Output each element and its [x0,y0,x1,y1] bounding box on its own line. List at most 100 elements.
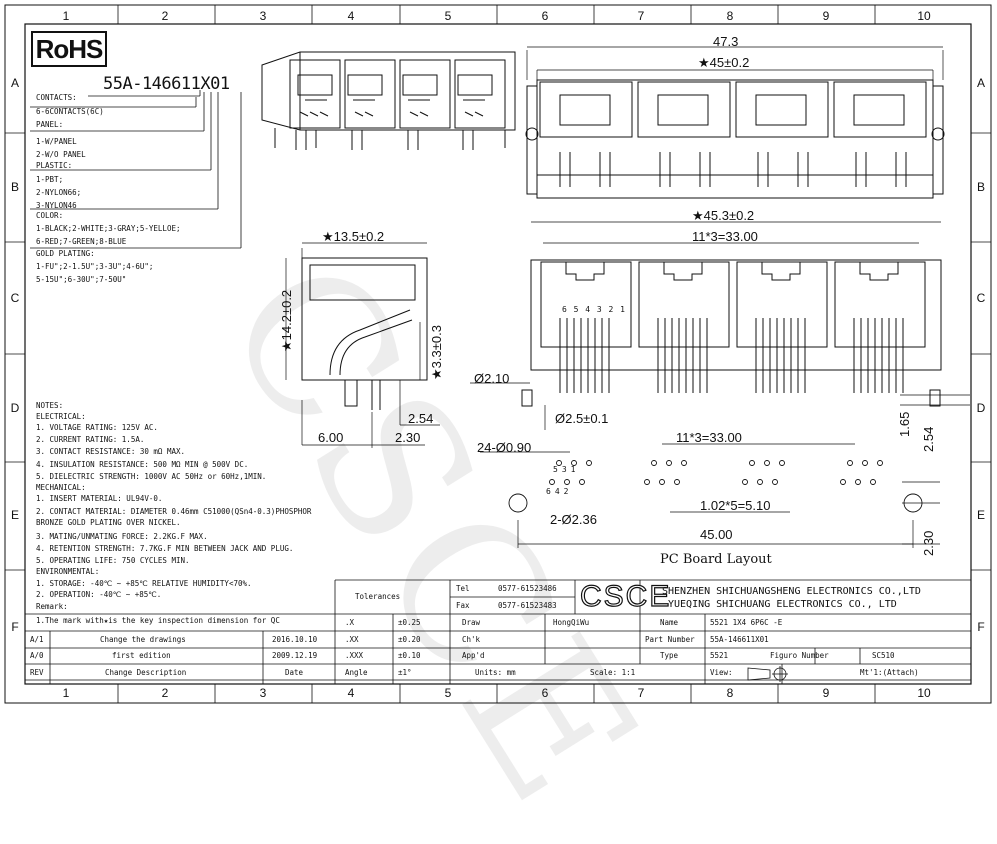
grid-col-3: 3 [259,9,267,23]
tol-key: .XXX [345,651,364,660]
grid-col-1: 1 [62,9,70,23]
company-logo: CSCE [579,579,672,613]
note-line: 3. MATING/UNMATING FORCE: 2.2KG.F MAX. [36,532,208,541]
dim-side-600: 6.00 [318,430,344,445]
note-line: ELECTRICAL: [36,412,86,421]
legend-line: GOLD PLATING: [36,249,95,258]
dim-pcb-total: 45.00 [700,527,733,542]
legend-line: COLOR: [36,211,64,220]
grid-col-4-bottom: 4 [347,686,355,700]
note-line: 1. INSERT MATERIAL: UL94V-0. [36,494,163,503]
note-line: 1. VOLTAGE RATING: 125V AC. [36,423,158,432]
note-line: 3. CONTACT RESISTANCE: 30 mΩ MAX. [36,447,186,456]
tol-key: .X [345,618,355,627]
fax-value: 0577-61523483 [498,601,557,610]
attach-label: Mt'1:(Attach) [860,668,919,677]
tol-key: .XX [345,635,359,644]
pin-label: 1 [570,465,580,474]
grid-col-3-bottom: 3 [259,686,267,700]
grid-col-10: 10 [917,9,931,23]
name-label: Name [660,618,679,627]
dim-side-width: ★13.5±0.2 [322,229,385,244]
front-view [470,221,970,430]
top-view [525,46,945,199]
rev-description: first edition [112,651,171,660]
isometric-view [261,51,516,150]
title-block-lines [25,579,971,684]
rev-date: 2009.12.19 [272,651,318,660]
pin-label: 4 [554,487,564,496]
pcb-hole-group-2 [644,460,687,485]
approved-label: App'd [462,651,485,660]
pcb-hole-group-1 [549,460,592,485]
grid-row-e-right: E [976,508,985,522]
dim-hole-25: Ø2.5±0.1 [555,411,609,426]
pin-numbers: 6 5 4 3 2 1 [562,305,626,314]
pcb-hole-group-3 [742,460,785,485]
grid-col-5: 5 [444,9,452,23]
dim-pcb-mount: 2-Ø2.36 [550,512,597,527]
legend-line: 1-W/PANEL [36,137,77,146]
tol-value: ±1° [398,668,412,677]
note-line: 1.The mark with★is the key inspection di… [36,616,280,625]
tol-key: Angle [345,668,368,677]
view-label: View: [710,668,733,677]
legend-line: PLASTIC: [36,161,73,170]
rev-id: A/1 [30,635,44,644]
grid-col-10-bottom: 10 [917,686,931,700]
part-number-value: 55A-146611X01 [710,635,769,644]
figure-label: Figuro Number [770,651,829,660]
grid-row-a: A [10,76,19,90]
pcb-hole-group-4 [840,460,883,485]
grid-col-6-bottom: 6 [541,686,549,700]
dim-right-165: 1.65 [897,411,912,437]
dim-side-pin: ★3.3±0.3 [429,325,444,380]
grid-col-5-bottom: 5 [444,686,452,700]
dim-front-overall: ★45.3±0.2 [692,208,755,223]
scale-label: Scale: 1:1 [590,668,636,677]
grid-row-c-right: C [976,291,986,305]
units-label: Units: mm [475,668,516,677]
note-line: 5. DIELECTRIC STRENGTH: 1000V AC 50Hz or… [36,472,267,481]
legend-line: 1-BLACK;2-WHITE;3-GRAY;5-YELLOE; [36,224,181,233]
pin-label: 2 [563,487,573,496]
rev-description: Change the drawings [100,635,186,644]
legend-line: 1-FU";2-1.5U";3-3U";4-6U"; [36,262,154,271]
tol-value: ±0.10 [398,651,421,660]
legend-line: 6-6CONTACTS(6C) [36,107,104,116]
pin-label: 5 [553,465,562,474]
pin-labels-top: 531 [553,466,579,474]
part-code: 55A-146611X01 [103,74,230,94]
note-line: 2. CURRENT RATING: 1.5A. [36,435,145,444]
draw-label: Draw [462,618,481,627]
legend-line: CONTACTS: [36,93,77,102]
figure-value: SC510 [872,651,895,660]
grid-row-b-right: B [976,180,985,194]
grid-row-f-right: F [977,620,985,634]
pin-label: 6 [546,487,555,496]
view-symbol-icon [747,666,788,682]
dim-side-230: 2.30 [395,430,421,445]
pcb-layout-label: PC Board Layout [660,552,772,567]
grid-col-4: 4 [347,9,355,23]
legend-line: 1-PBT; [36,175,64,184]
pcb-layout [480,443,940,548]
grid-row-f: F [11,620,19,634]
note-line: BRONZE GOLD PLATING OVER NICKEL. [36,518,181,527]
rev-header-description: Change Description [105,668,187,677]
type-value: 5521 [710,651,729,660]
dim-side-height: ★14.2±0.2 [279,289,294,352]
type-label: Type [660,651,679,660]
grid-col-9: 9 [822,9,830,23]
rev-date: 2016.10.10 [272,635,318,644]
pin-labels-bottom: 642 [546,488,572,496]
note-line: NOTES: [36,401,64,410]
grid-col-8: 8 [726,9,734,23]
legend-line: 3-NYLON46 [36,201,77,210]
dim-pcb-pitch: 11*3=33.00 [676,430,742,445]
dim-right-254: 2.54 [921,426,936,452]
part-code-leaders [30,90,242,249]
note-line: 5. OPERATING LIFE: 750 CYCLES MIN. [36,556,190,565]
grid-col-7-bottom: 7 [637,686,645,700]
check-label: Ch'k [462,635,481,644]
